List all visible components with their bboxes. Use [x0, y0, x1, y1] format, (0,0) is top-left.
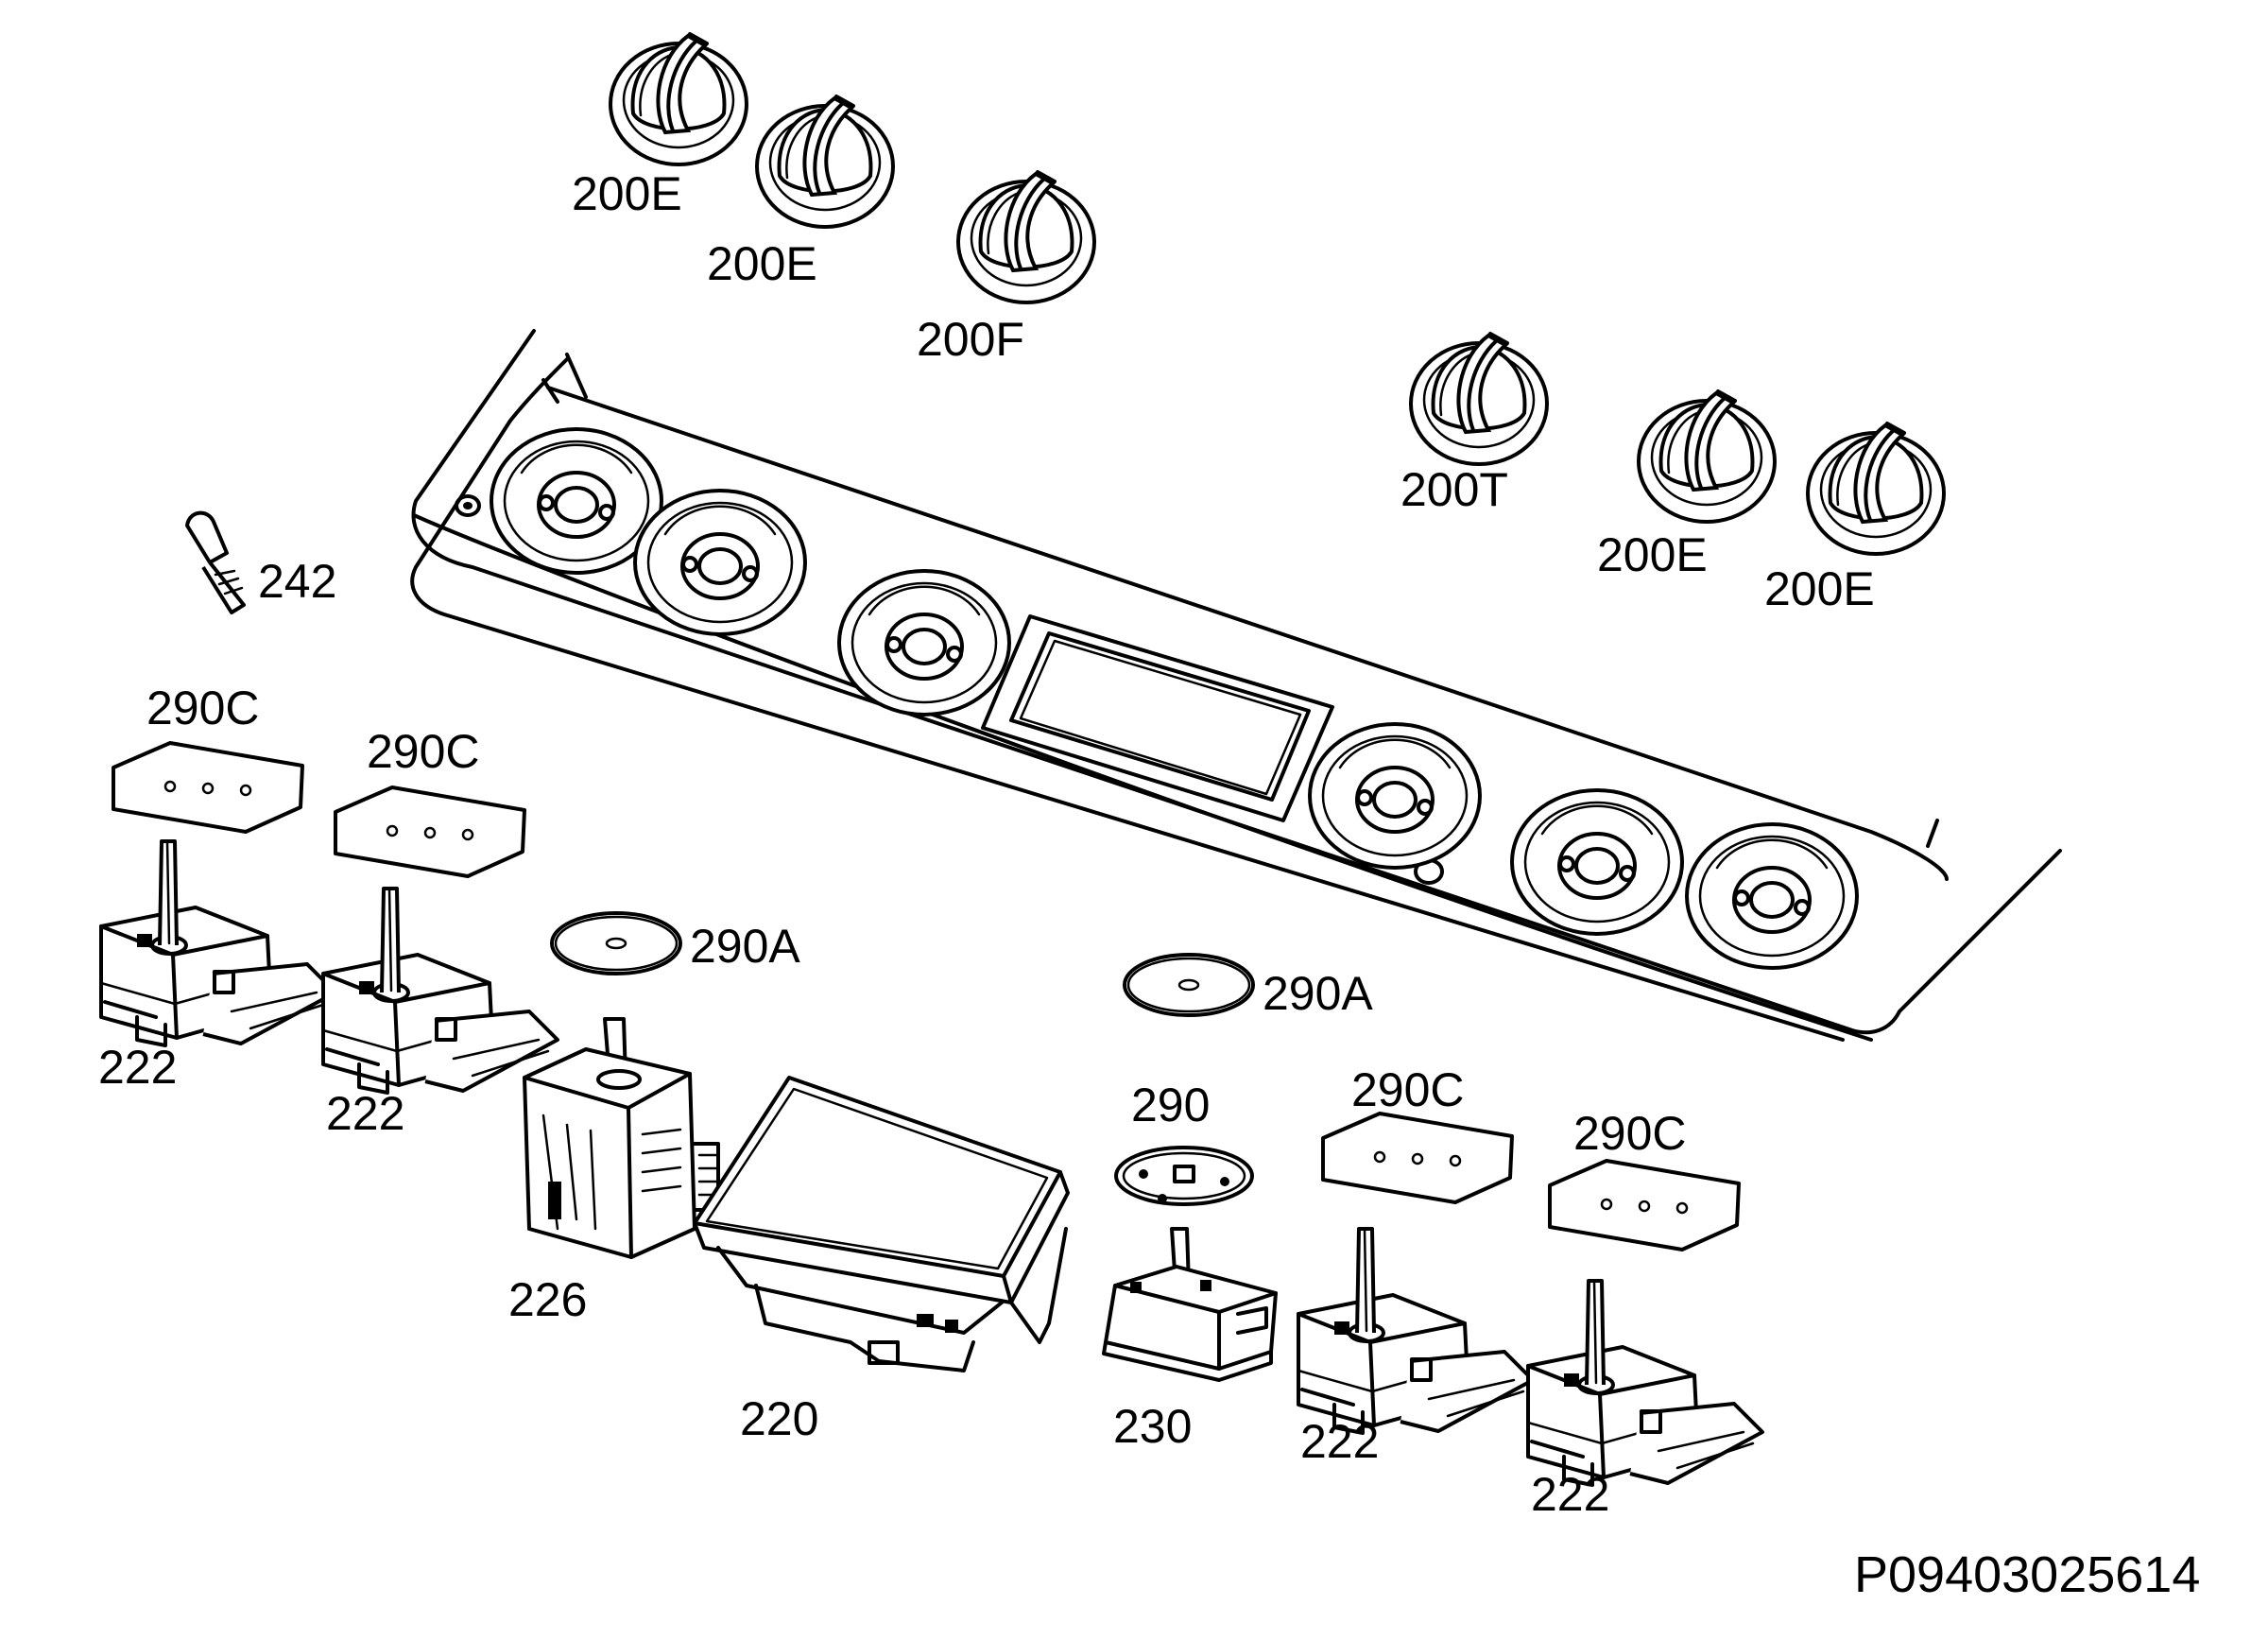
label-knob-200E-1: 200E: [572, 167, 682, 220]
disc-part: [1114, 1146, 1254, 1206]
thermostat-part: [1102, 1227, 1278, 1382]
label-plate-290C-4: 290C: [1573, 1107, 1687, 1160]
label-plate-290C-1: 290C: [146, 682, 260, 734]
timer-part: [693, 1076, 1070, 1372]
label-plate-290C-2: 290C: [367, 725, 480, 778]
label-switch-222-4: 222: [1531, 1468, 1609, 1521]
bulb-part: [185, 510, 246, 614]
label-bulb-242: 242: [258, 555, 336, 608]
label-disc-290: 290: [1131, 1079, 1210, 1131]
label-thermostat-230: 230: [1113, 1400, 1192, 1453]
drawing-code: P09403025614: [1854, 1546, 2200, 1603]
label-knob-200E-3: 200E: [1597, 528, 1708, 581]
label-washer-290A-2: 290A: [1263, 967, 1373, 1020]
label-knob-200E-4: 200E: [1764, 562, 1875, 615]
label-switch-222-1: 222: [98, 1041, 177, 1094]
selector-part: [523, 1017, 720, 1259]
control-panel: [410, 329, 2062, 1042]
label-knob-200F: 200F: [917, 313, 1024, 366]
label-washer-290A-1: 290A: [690, 920, 800, 973]
part-labels: 200E 200E 200F 200T 200E 200E 242 290C 2…: [98, 167, 2200, 1603]
label-knob-200E-2: 200E: [707, 237, 817, 290]
label-switch-222-3: 222: [1300, 1415, 1379, 1468]
label-plate-290C-3: 290C: [1351, 1063, 1465, 1116]
label-timer-220: 220: [740, 1392, 818, 1445]
label-selector-226: 226: [508, 1273, 587, 1326]
label-switch-222-2: 222: [326, 1087, 404, 1140]
washers: [550, 911, 1255, 1017]
label-knob-200T: 200T: [1400, 463, 1508, 516]
